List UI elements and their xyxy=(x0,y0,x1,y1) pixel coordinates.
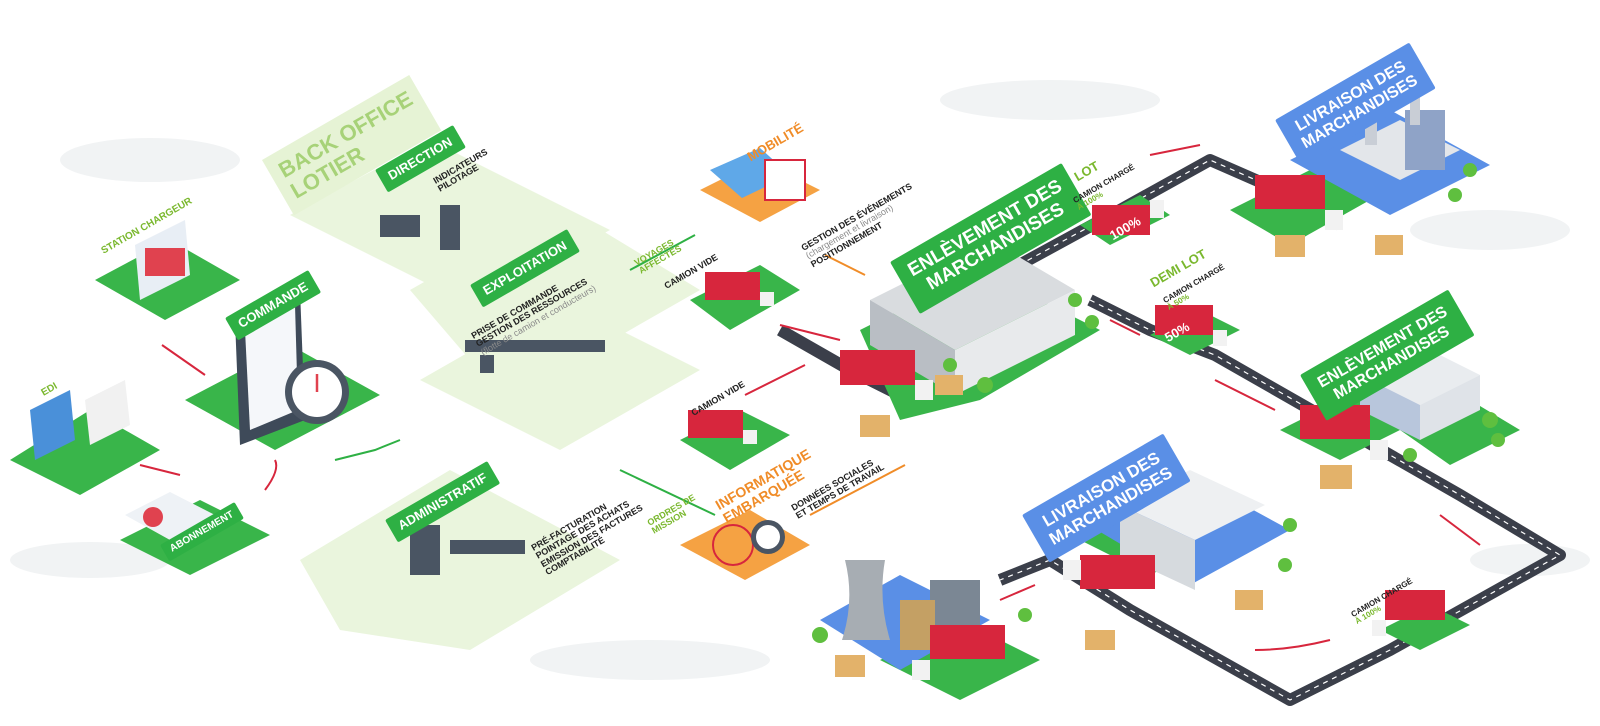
truck-delivery-top xyxy=(1255,175,1343,230)
truck-lot-100 xyxy=(1092,200,1164,235)
pallets xyxy=(835,235,1403,677)
abonnement-envelope xyxy=(125,492,215,540)
informatique-props xyxy=(712,520,785,566)
truck-bottom-left xyxy=(912,625,1005,680)
truck-bottom-center xyxy=(1063,555,1155,589)
station-laptop xyxy=(135,220,190,300)
truck-loading xyxy=(840,350,933,400)
truck-empty-1 xyxy=(705,272,774,306)
factory-top-right xyxy=(1340,80,1460,180)
flow-arrows xyxy=(139,144,1481,651)
cloud-backdrop xyxy=(10,80,1590,680)
trucks xyxy=(688,175,1445,680)
mobilite-props xyxy=(710,148,806,201)
truck-empty-2 xyxy=(688,410,757,444)
truck-bottom-right xyxy=(1372,590,1445,636)
central-warehouse xyxy=(870,240,1075,395)
truck-demi-lot-50 xyxy=(1155,305,1227,346)
edi-laptops xyxy=(30,380,130,460)
office-props xyxy=(380,205,605,575)
